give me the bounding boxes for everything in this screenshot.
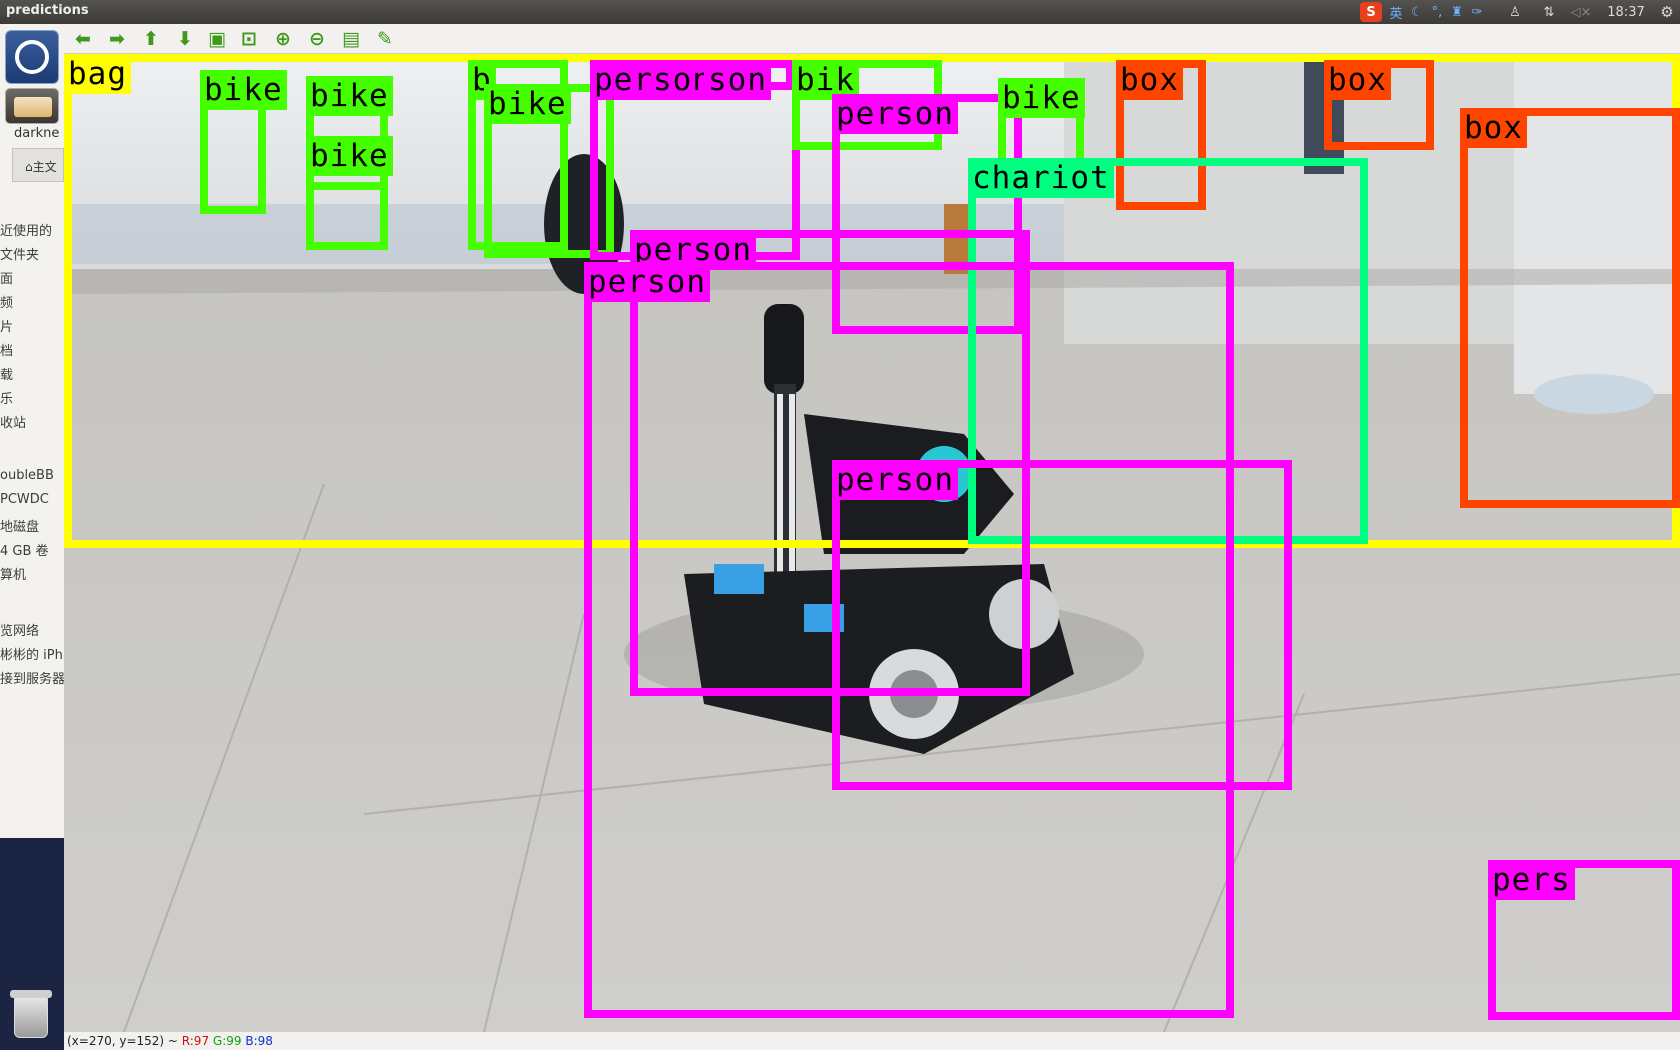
detection-label: bike (998, 78, 1085, 118)
wrench-icon[interactable]: ✑ (1471, 4, 1483, 20)
detection-box-person: person (584, 262, 1234, 1018)
file-manager-sidebar-behind: 近使用的文件夹面频片档载乐收站 oubleBB PCWDC 地磁盘 4 GB 卷算机览网… (0, 24, 64, 838)
detection-label: bike (484, 84, 571, 124)
network-icon[interactable]: ⇅ (1543, 4, 1555, 20)
sidebar-place-item[interactable]: 面 (0, 272, 14, 287)
home-icon: ⌂ (25, 160, 33, 174)
detection-box-bike: bike (998, 78, 1085, 198)
sidebar-place-item[interactable]: 载 (0, 368, 14, 383)
volume-muted-icon[interactable]: ◁× (1570, 4, 1592, 20)
down-arrow-icon[interactable]: ⬇ (177, 28, 193, 50)
pixel-blue-value: B:98 (245, 1034, 273, 1048)
trash-icon[interactable] (8, 988, 54, 1042)
sidebar-place-item[interactable]: oubleBB (0, 468, 54, 483)
sidebar-place-item[interactable]: 接到服务器 (0, 672, 64, 687)
detection-box-bike: bike (306, 76, 393, 190)
sidebar-place-item[interactable]: PCWDC (0, 492, 49, 507)
brush-icon[interactable]: ✎ (377, 28, 393, 50)
pixel-red-value: R:97 (181, 1034, 210, 1048)
qq-icon[interactable]: ♙ (1509, 4, 1521, 20)
shirt-icon[interactable]: ♜ (1451, 4, 1463, 20)
files-launcher-button[interactable] (5, 88, 59, 124)
detection-box-box: box (1116, 60, 1206, 210)
sidebar-place-item[interactable]: 文件夹 (0, 248, 40, 263)
window-title: predictions (6, 3, 89, 18)
detection-label: pers (1488, 860, 1575, 900)
status-bar: (x=270, y=152) ~ R:97 G:99 B:98 (64, 1032, 1680, 1050)
image-icon[interactable]: ▣ (208, 28, 226, 50)
detection-label: bag (64, 54, 131, 94)
detection-label: bik (792, 60, 859, 100)
detection-label: person (590, 60, 716, 100)
zoom-out-icon[interactable]: ⊖ (309, 28, 325, 50)
detection-box-bike: bike (306, 136, 393, 250)
detection-box-bike: bike (200, 70, 287, 214)
sidebar-place-item[interactable]: 收站 (0, 416, 27, 431)
back-arrow-icon[interactable]: ⬅ (75, 28, 91, 50)
home-tab-label: 主文 (32, 160, 57, 174)
image-viewer-toolbar: ⬅ ➡ ⬆ ⬇ ▣ ⊡ ⊕ ⊖ ▤ ✎ (64, 24, 1680, 54)
sidebar-place-item[interactable]: 算机 (0, 568, 27, 583)
home-tab[interactable]: ⌂主文 (12, 148, 64, 182)
window-tab-label: darkne (14, 126, 64, 141)
top-panel: predictions S 英 ☾ °, ♜ ✑ ♙ ⇅ ◁× 18:37 ⚙ (0, 0, 1680, 24)
detection-box-bike: b (468, 60, 568, 250)
moon-icon[interactable]: ☾ (1411, 4, 1423, 20)
detection-label: box (1460, 108, 1527, 148)
ime-language-indicator[interactable]: 英 (1389, 6, 1403, 22)
detection-box-box: box (1324, 60, 1434, 150)
detection-label: bike (306, 76, 393, 116)
sidebar-place-item[interactable]: 4 GB 卷 (0, 544, 49, 559)
punctuation-icon[interactable]: °, (1431, 4, 1443, 20)
zoom-in-icon[interactable]: ⊕ (275, 28, 291, 50)
file-cabinet-icon (14, 97, 52, 117)
sidebar-place-item[interactable]: 地磁盘 (0, 520, 40, 535)
detection-box-person: person (832, 94, 1022, 334)
detection-box-person: son (704, 60, 794, 100)
detection-box-bike: bike (484, 84, 614, 258)
pixel-coords: (x=270, y=152) ~ (67, 1034, 182, 1048)
clock[interactable]: 18:37 (1607, 4, 1645, 20)
sidebar-place-item[interactable]: 览网络 (0, 624, 40, 639)
gear-icon[interactable]: ⚙ (1660, 3, 1674, 21)
detection-label: person (832, 460, 958, 500)
detection-label: person (832, 94, 958, 134)
ime-icon[interactable]: S (1360, 2, 1382, 22)
detection-label: person (584, 262, 710, 302)
detection-label: box (1324, 60, 1391, 100)
sidebar-place-item[interactable]: 彬彬的 iPh (0, 648, 63, 663)
ubuntu-logo-icon (15, 40, 49, 74)
sidebar-place-item[interactable]: 频 (0, 296, 14, 311)
save-icon[interactable]: ▤ (342, 28, 360, 50)
pixel-green-value: G:99 (212, 1034, 242, 1048)
detection-box-person: pers (1488, 860, 1680, 1020)
detection-label: bike (200, 70, 287, 110)
forward-arrow-icon[interactable]: ➡ (109, 28, 125, 50)
up-arrow-icon[interactable]: ⬆ (143, 28, 159, 50)
detection-label: box (1116, 60, 1183, 100)
detection-label: son (704, 60, 771, 100)
detection-box-chariot: chariot (968, 158, 1368, 544)
fit-window-icon[interactable]: ⊡ (241, 28, 257, 50)
detection-label: chariot (968, 158, 1114, 198)
detection-box-person: person (832, 460, 1292, 790)
sidebar-place-item[interactable]: 乐 (0, 392, 14, 407)
detection-box-box: box (1460, 108, 1680, 508)
sidebar-place-item[interactable]: 档 (0, 344, 14, 359)
sidebar-place-item[interactable]: 近使用的 (0, 224, 53, 239)
sidebar-place-item[interactable]: 片 (0, 320, 14, 335)
detection-label: bike (306, 136, 393, 176)
dash-home-button[interactable] (5, 30, 59, 84)
